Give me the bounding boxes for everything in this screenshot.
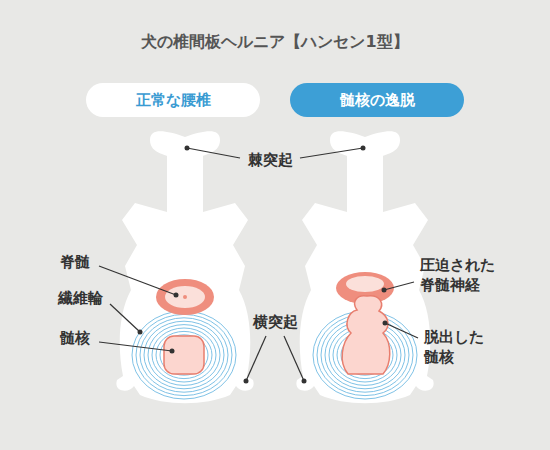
spinal-cord-inner [165, 286, 205, 308]
annulus-ring [144, 321, 224, 389]
normal-vertebra [116, 131, 253, 403]
annulus-ring [160, 335, 208, 375]
leader-lines [99, 148, 418, 381]
part-label: 圧迫された 脊髄神経 [420, 255, 500, 296]
diagram-title: 犬の椎間板ヘルニア【ハンセン1型】 [0, 32, 550, 53]
herniated-nucleus [342, 296, 390, 374]
annulus-ring [136, 314, 232, 395]
annulus-rings [132, 311, 236, 399]
annulus-ring [156, 331, 212, 378]
part-label: 髄核 [60, 328, 90, 348]
annulus-ring [148, 325, 220, 386]
herniated-vertebra [296, 131, 433, 403]
view-tab: 髄核の逸脱 [290, 83, 464, 117]
part-label: 横突起 [253, 312, 298, 332]
spinal-cord [156, 279, 214, 315]
view-tab: 正常な腰椎 [86, 83, 260, 117]
part-label: 脱出した 髄核 [424, 327, 489, 368]
spinal-cord-inner [346, 276, 384, 292]
nucleus [164, 336, 204, 374]
tab-label: 正常な腰椎 [136, 91, 211, 110]
annulus-ring [140, 318, 228, 392]
part-label: 棘突起 [248, 150, 293, 170]
part-label: 繊維輪 [58, 288, 103, 308]
tab-label: 髄核の逸脱 [340, 91, 415, 110]
part-label: 脊髄 [60, 252, 90, 272]
central-canal [183, 295, 187, 299]
annulus-ring [132, 311, 236, 399]
annulus-ring [152, 328, 216, 382]
leader-dots [138, 146, 388, 384]
